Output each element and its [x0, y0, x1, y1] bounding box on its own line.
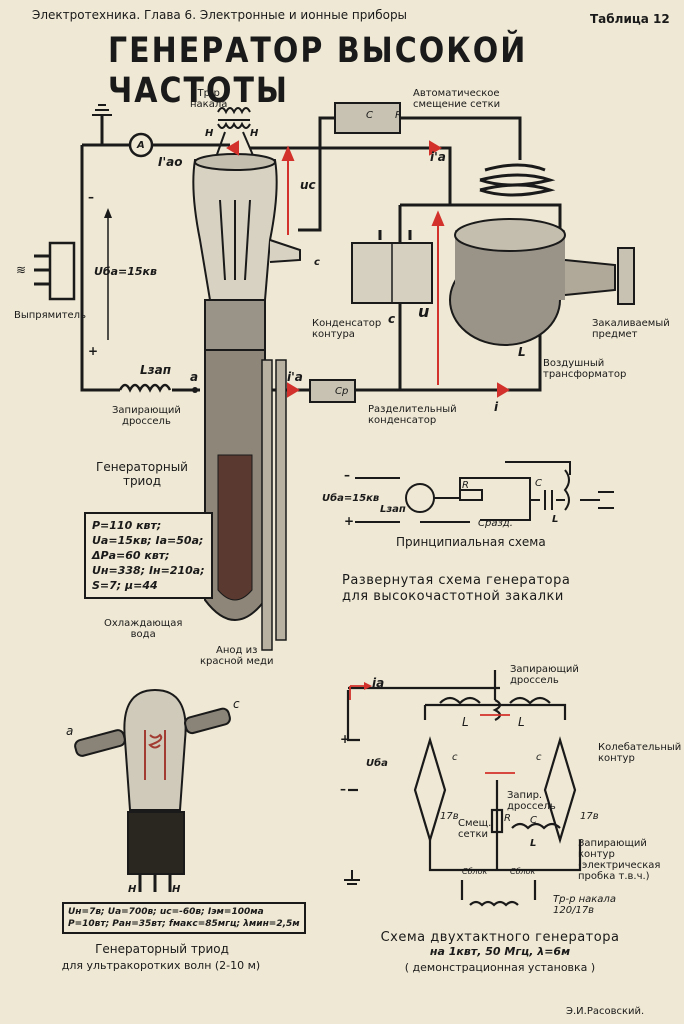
principle-plus: +: [344, 514, 355, 528]
pp-l: L: [530, 838, 537, 849]
pp-c: C: [530, 815, 537, 826]
plus-sign: +: [88, 344, 99, 358]
circuit-capacitor-icon: [351, 242, 433, 304]
header-right: Таблица 12: [590, 12, 670, 26]
cp-label: Cр: [335, 386, 349, 397]
generator-triode-icon: [192, 153, 301, 651]
ground-icon: [92, 104, 112, 116]
pp-plus: +: [340, 732, 351, 746]
auto-bias-c: C: [366, 110, 373, 121]
principle-schematic: [355, 461, 600, 523]
inductor-coil-icon: [449, 163, 566, 346]
i-a-mid-label: i'а: [287, 370, 303, 384]
i-a-top-label: i'а: [430, 150, 446, 164]
separation-capacitor-block: [309, 379, 356, 403]
pp-r: R: [504, 813, 511, 824]
circuit-c-label: с: [388, 312, 396, 326]
auto-bias-r: R: [395, 110, 402, 121]
pp-l1: L: [462, 715, 469, 729]
pp-title: Схема двухтактного генератора: [380, 930, 620, 945]
svg-text:≋: ≋: [16, 263, 26, 277]
i-ao-label: I'ао: [158, 155, 183, 169]
uhf-caption2: для ультракоротких волн (2-10 м): [61, 959, 261, 972]
pp-cblok1: Cблок: [462, 867, 488, 876]
uhf-h2: Н: [172, 884, 181, 895]
principle-caption: Принципиальная схема: [396, 535, 546, 549]
pp-zap-label: Запир.дроссель: [507, 790, 556, 812]
rectifier-label: Выпрямитель: [14, 310, 86, 321]
page-title: ГЕНЕРАТОР ВЫСОКОЙ ЧАСТОТЫ: [108, 30, 528, 112]
uhf-h1: Н: [128, 884, 137, 895]
uhf-params: Uн=7в; Uа=700в; uс=-60в; Iэм=100ма P=10в…: [62, 902, 306, 934]
pp-u-ba: Uба: [366, 758, 388, 769]
principle-u-ba: Uба=15кв: [322, 493, 380, 504]
l-label: L: [518, 345, 526, 359]
principle-c-razd: Cразд.: [478, 518, 513, 529]
pp-17a: 17в: [440, 811, 459, 822]
header-left: Электротехника. Глава 6. Электронные и и…: [32, 8, 408, 22]
uc-label: uс: [300, 178, 316, 192]
l-zap-label: Lзап: [140, 363, 172, 377]
pp-cblok2: Cблок: [510, 867, 536, 876]
uhf-a: а: [66, 724, 74, 738]
pp-i-a: iа: [372, 676, 385, 690]
triode-params: P=110 квт; Uа=15кв; Iа=50а; ΔPа=60 квт; …: [84, 512, 213, 599]
u-label: u: [418, 302, 430, 321]
h-left: Н: [205, 128, 214, 139]
workpiece-icon: [564, 247, 635, 305]
auto-bias-block: [334, 102, 401, 134]
rectifier-block: [48, 241, 76, 301]
push-pull-schematic: [346, 670, 582, 907]
author: Э.И.Расовский.: [566, 1006, 645, 1017]
a-label: а: [190, 370, 199, 384]
pp-c2: с: [536, 752, 542, 763]
h-right: Н: [250, 128, 259, 139]
uhf-caption1: Генераторный триод: [95, 942, 229, 956]
principle-l-zap: Lзап: [380, 504, 406, 515]
grid-c-label: с: [314, 257, 320, 268]
principle-minus: –: [344, 468, 350, 482]
pp-l2: L: [518, 715, 525, 729]
u-ba-label: Uба=15кв: [94, 265, 157, 278]
i-label: i: [494, 400, 499, 414]
pp-minus: –: [340, 782, 346, 796]
principle-r: R: [462, 480, 469, 491]
pp-bias-label: Смещ.сетки: [458, 818, 492, 840]
principle-c: C: [535, 478, 542, 489]
ammeter-label: A: [137, 140, 145, 151]
principle-l: L: [552, 514, 559, 525]
uhf-c: с: [233, 697, 240, 711]
pp-sub: на 1квт, 50 Мгц, λ=6м: [429, 945, 571, 958]
pp-17b: 17в: [580, 811, 599, 822]
ammeter-icon: [128, 132, 154, 158]
pp-demo: ( демонстрационная установка ): [404, 961, 596, 974]
pp-c1: с: [452, 752, 458, 763]
uhf-triode-icon: [74, 688, 231, 892]
minus-sign: –: [88, 190, 94, 204]
choke-coil-icon: [118, 383, 172, 393]
